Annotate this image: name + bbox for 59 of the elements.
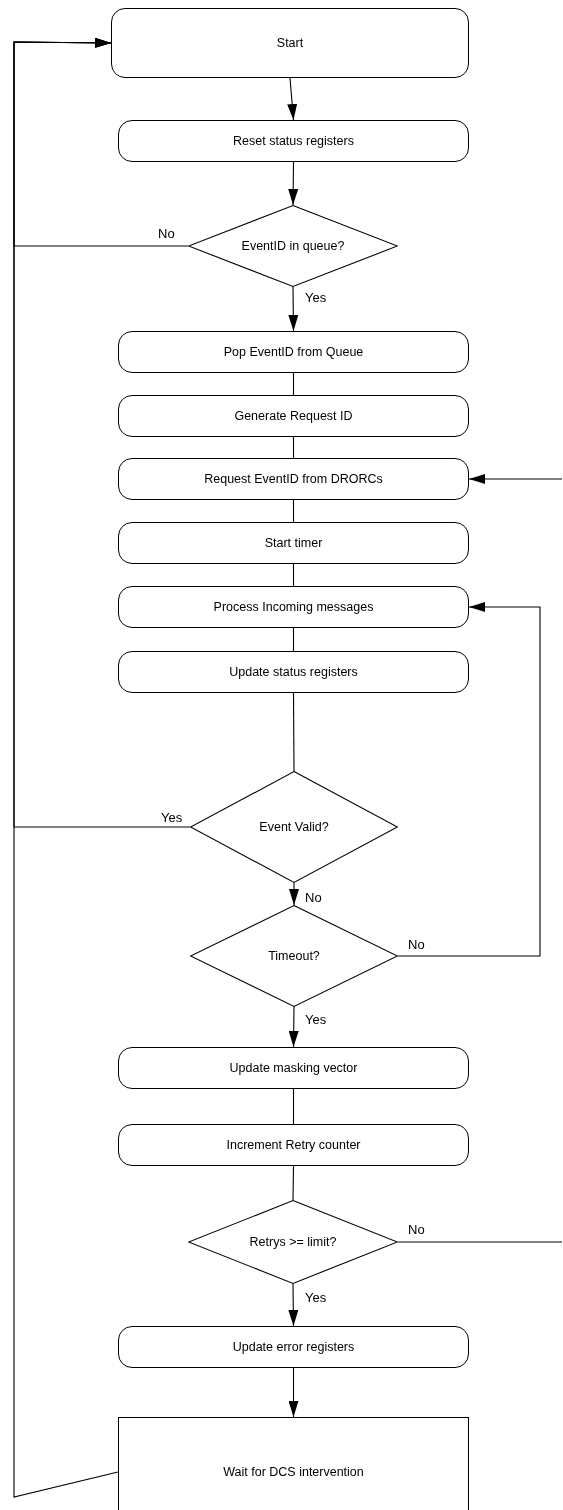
edge-label: Yes bbox=[160, 810, 184, 825]
process-box bbox=[118, 1417, 469, 1510]
arrow bbox=[288, 1283, 299, 1327]
arrow bbox=[287, 77, 298, 121]
connector-line bbox=[292, 563, 295, 587]
connector-line bbox=[292, 372, 295, 396]
box-label: Generate Request ID bbox=[234, 409, 353, 423]
box-label: Request EventID from DRORCs bbox=[204, 472, 383, 486]
decision-diamond bbox=[190, 905, 398, 1007]
box-label: Increment Retry counter bbox=[226, 1138, 361, 1152]
arrow bbox=[288, 1006, 299, 1048]
arrow bbox=[288, 1367, 299, 1418]
box-label: Update masking vector bbox=[229, 1061, 358, 1075]
process-box bbox=[111, 8, 469, 78]
edge-label: No bbox=[157, 226, 176, 241]
box-label: Reset status registers bbox=[233, 134, 354, 148]
process-box bbox=[118, 1124, 469, 1166]
box-label: EventID in queue? bbox=[241, 239, 345, 253]
process-box bbox=[118, 651, 469, 693]
process-box bbox=[118, 1047, 469, 1089]
edge-label: Yes bbox=[304, 290, 328, 305]
edge-label: No bbox=[407, 1222, 426, 1237]
box-label: Retrys >= limit? bbox=[249, 1235, 337, 1249]
edge-label: No bbox=[304, 890, 323, 905]
arrow bbox=[288, 161, 299, 206]
edge-label: Yes bbox=[304, 1290, 328, 1305]
decision-diamond bbox=[190, 771, 398, 883]
connector-line bbox=[292, 436, 295, 459]
connector-line bbox=[292, 692, 295, 772]
arrow bbox=[288, 286, 299, 332]
decision-diamond bbox=[188, 1200, 398, 1284]
edge-label: Yes bbox=[304, 1012, 328, 1027]
box-label: Timeout? bbox=[268, 949, 320, 963]
connector-line bbox=[292, 499, 295, 523]
process-box bbox=[118, 1326, 469, 1368]
connector-line bbox=[292, 1088, 295, 1125]
process-box bbox=[118, 120, 469, 162]
process-box bbox=[118, 522, 469, 564]
box-label: Update status registers bbox=[229, 665, 358, 679]
box-label: Start bbox=[276, 36, 304, 50]
process-box bbox=[118, 586, 469, 628]
box-label: Process Incoming messages bbox=[213, 600, 374, 614]
box-label: Wait for DCS intervention bbox=[223, 1465, 364, 1479]
box-label: Start timer bbox=[264, 536, 323, 550]
arrow bbox=[289, 882, 299, 906]
connector-line bbox=[397, 1241, 563, 1243]
arrow bbox=[397, 602, 541, 957]
connector-line bbox=[292, 627, 295, 652]
arrow bbox=[13, 37, 191, 828]
box-label: Update error registers bbox=[232, 1340, 355, 1354]
box-label: Pop EventID from Queue bbox=[223, 345, 364, 359]
process-box bbox=[118, 395, 469, 437]
box-label: Event Valid? bbox=[259, 820, 329, 834]
arrow bbox=[468, 474, 563, 484]
process-box bbox=[118, 458, 469, 500]
decision-diamond bbox=[188, 205, 398, 287]
connector-line bbox=[292, 1165, 295, 1201]
process-box bbox=[118, 331, 469, 373]
edge-label: No bbox=[407, 937, 426, 952]
